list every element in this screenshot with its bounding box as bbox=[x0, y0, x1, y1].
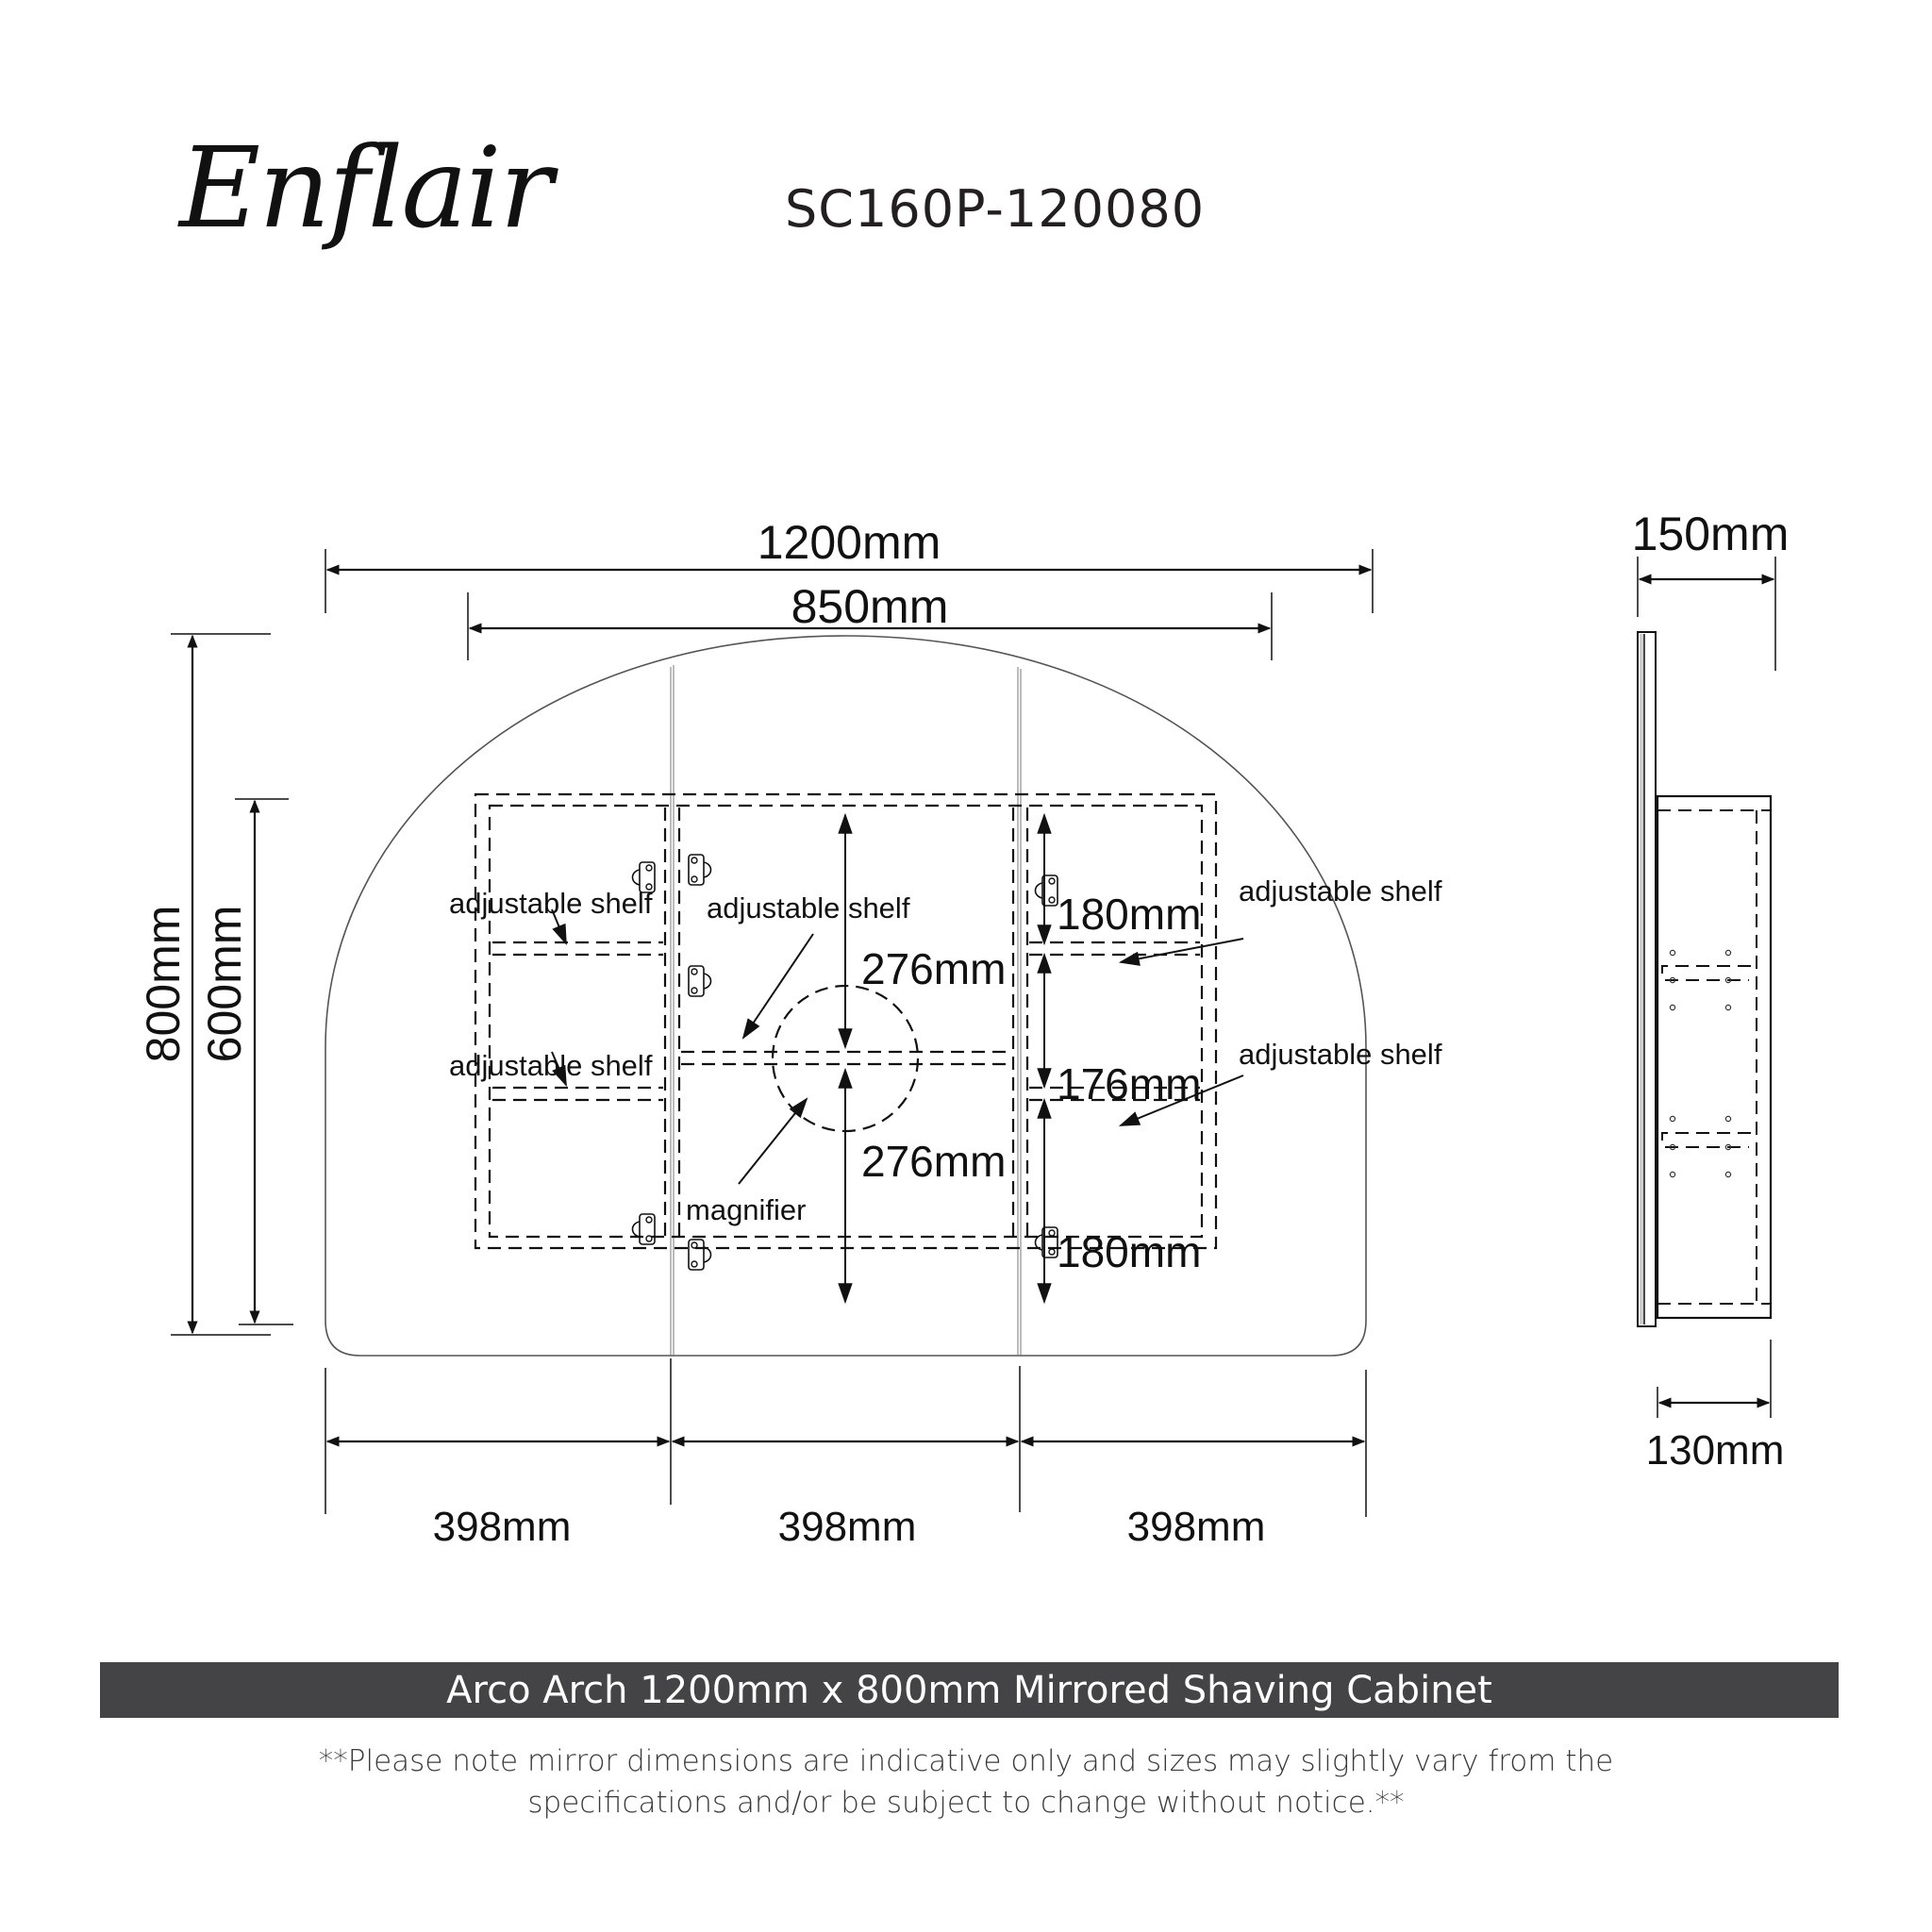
enflair-logo: Enflair bbox=[179, 123, 553, 253]
dim-right-top: 180mm bbox=[1057, 890, 1201, 939]
disclaimer-line-2: specifications and/or be subject to chan… bbox=[527, 1786, 1405, 1820]
product-title: Arco Arch 1200mm x 800mm Mirrored Shavin… bbox=[446, 1668, 1492, 1712]
label-right-shelf-lower: adjustable shelf bbox=[1239, 1038, 1442, 1071]
dim-door-width-center: 398mm bbox=[778, 1504, 917, 1550]
dim-door-width-right: 398mm bbox=[1127, 1504, 1266, 1550]
label-center-shelf: adjustable shelf bbox=[707, 891, 910, 924]
dim-right-middle: 176mm bbox=[1057, 1059, 1201, 1108]
dim-cabinet-height: 600mm bbox=[198, 906, 251, 1063]
dim-center-upper: 276mm bbox=[861, 944, 1006, 993]
front-view: adjustable shelf adjustable shelf adjust… bbox=[137, 516, 1442, 1550]
dim-overall-width: 1200mm bbox=[758, 516, 941, 569]
dim-center-lower: 276mm bbox=[861, 1137, 1006, 1186]
product-title-bar: Arco Arch 1200mm x 800mm Mirrored Shavin… bbox=[100, 1662, 1839, 1718]
dim-door-width-left: 398mm bbox=[433, 1504, 572, 1550]
label-magnifier: magnifier bbox=[686, 1193, 807, 1226]
dim-cabinet-depth: 130mm bbox=[1646, 1427, 1785, 1474]
dim-total-depth: 150mm bbox=[1632, 508, 1790, 560]
disclaimer-line-1: **Please note mirror dimensions are indi… bbox=[318, 1744, 1614, 1778]
dim-cabinet-width: 850mm bbox=[791, 580, 949, 633]
side-view: 150mm 130mm bbox=[1632, 508, 1790, 1474]
dim-overall-height: 800mm bbox=[137, 906, 190, 1063]
label-left-shelf-upper: adjustable shelf bbox=[449, 887, 653, 920]
label-right-shelf-upper: adjustable shelf bbox=[1239, 874, 1442, 908]
dim-right-bottom: 180mm bbox=[1057, 1227, 1201, 1276]
disclaimer-note: **Please note mirror dimensions are indi… bbox=[0, 1740, 1932, 1824]
label-left-shelf-lower: adjustable shelf bbox=[449, 1049, 653, 1082]
model-number: SC160P-120080 bbox=[785, 179, 1206, 239]
arch-mirror-outline bbox=[325, 635, 1367, 1357]
